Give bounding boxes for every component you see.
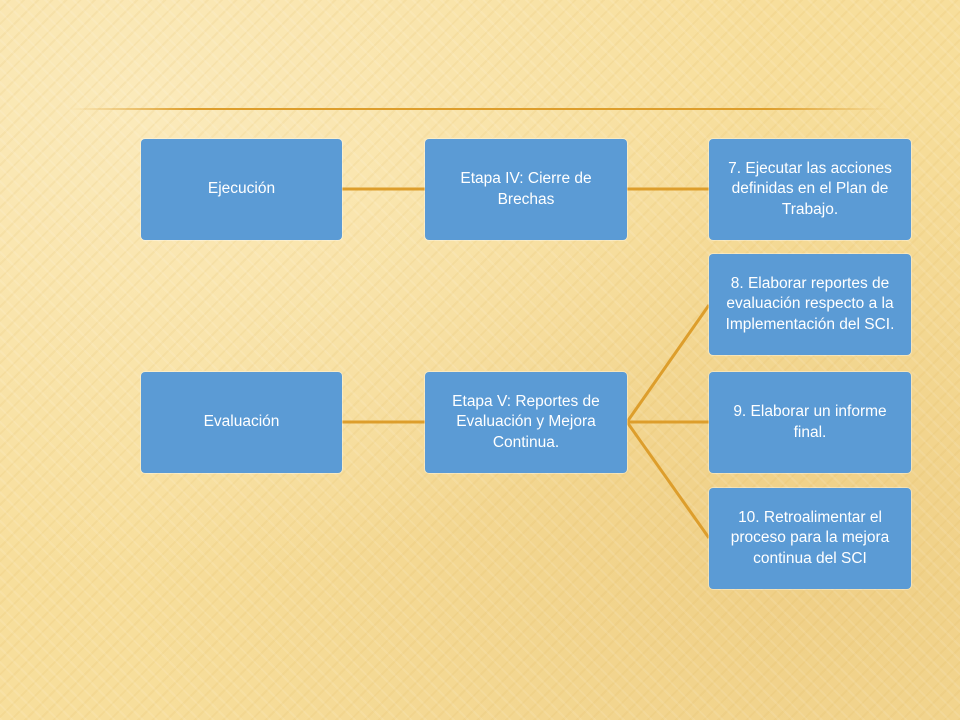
node-etapa-v: Etapa V: Reportes de Evaluación y Mejora…	[425, 372, 627, 473]
node-accion-8: 8. Elaborar reportes de evaluación respe…	[709, 254, 911, 355]
node-accion-7: 7. Ejecutar las acciones definidas en el…	[709, 139, 911, 240]
decorative-top-rule	[70, 108, 890, 110]
node-ejecucion: Ejecución	[141, 139, 342, 240]
connector-etapa-v-accion-10	[625, 421, 711, 539]
node-accion-10: 10. Retroalimentar el proceso para la me…	[709, 488, 911, 589]
node-accion-9: 9. Elaborar un informe final.	[709, 372, 911, 473]
node-etapa-iv: Etapa IV: Cierre de Brechas	[425, 139, 627, 240]
connector-etapa-v-accion-8	[625, 304, 711, 423]
node-evaluacion: Evaluación	[141, 372, 342, 473]
